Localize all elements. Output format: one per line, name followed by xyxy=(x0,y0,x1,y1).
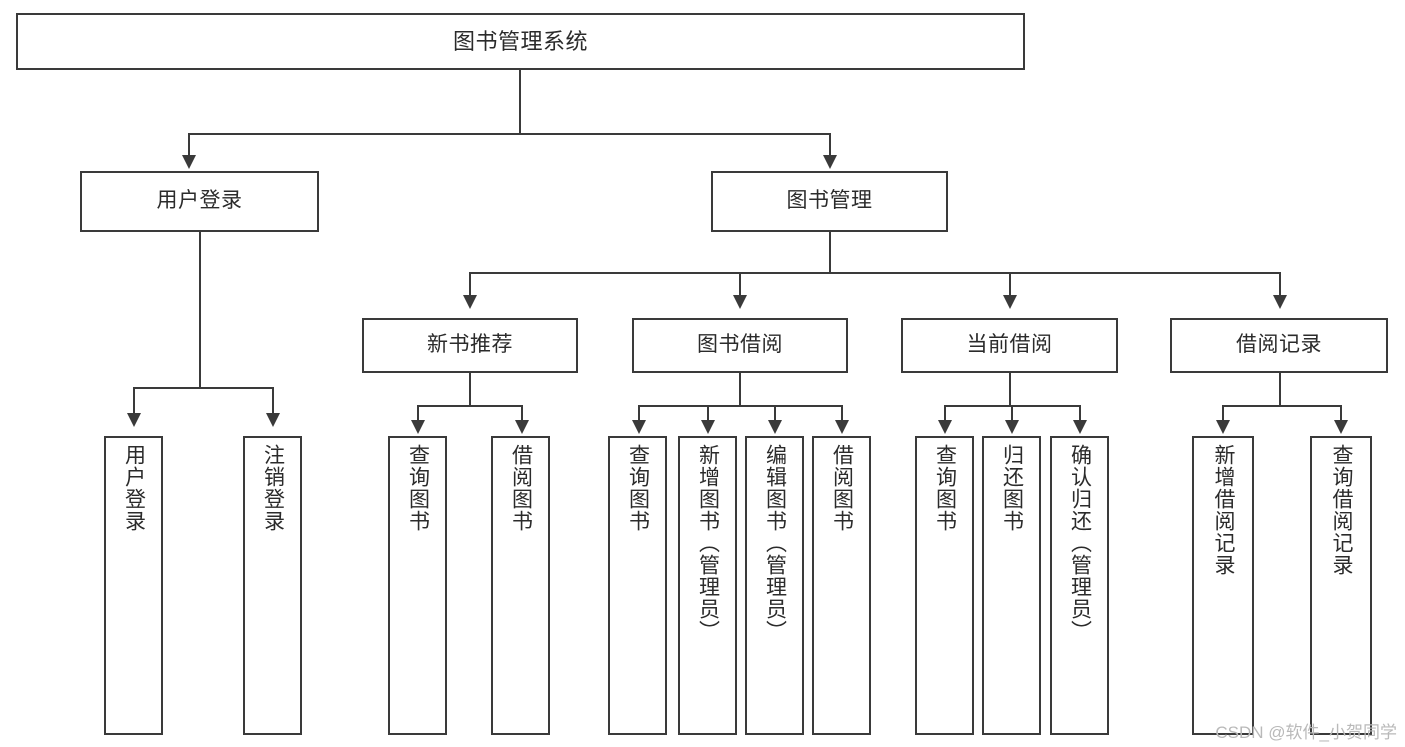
connector-root-to-user-login xyxy=(188,133,190,157)
leaf-borrow-record-query[interactable]: 查询借阅记录 xyxy=(1310,436,1372,735)
arrow-head-icon xyxy=(1334,420,1348,434)
node-label: 查询图书 xyxy=(933,444,957,532)
connector-book-borrow-branch-2 xyxy=(707,405,709,422)
node-label: 新增借阅记录 xyxy=(1212,444,1236,576)
connector-user-login-stem xyxy=(199,232,201,387)
leaf-book-borrow-query[interactable]: 查询图书 xyxy=(608,436,667,735)
leaf-borrow-record-add[interactable]: 新增借阅记录 xyxy=(1192,436,1254,735)
leaf-current-borrow-query[interactable]: 查询图书 xyxy=(915,436,974,735)
arrow-head-icon xyxy=(835,420,849,434)
leaf-book-borrow-edit[interactable]: 编辑图书（管理员） xyxy=(745,436,804,735)
leaf-user-login-signout[interactable]: 注销登录 xyxy=(243,436,302,735)
arrow-head-icon xyxy=(182,155,196,169)
connector-book-borrow-stem xyxy=(739,373,741,405)
arrow-head-icon xyxy=(1005,420,1019,434)
connector-user-login-branch-1 xyxy=(133,387,135,415)
connector-book-borrow-bus xyxy=(638,405,842,407)
arrow-head-icon xyxy=(1273,295,1287,309)
leaf-book-borrow-add[interactable]: 新增图书（管理员） xyxy=(678,436,737,735)
leaf-new-book-borrow[interactable]: 借阅图书 xyxy=(491,436,550,735)
node-label: 当前借阅 xyxy=(966,333,1053,357)
connector-root-to-book-manage xyxy=(829,133,831,157)
node-label: 查询图书 xyxy=(626,444,650,532)
node-book-borrow[interactable]: 图书借阅 xyxy=(632,318,848,373)
arrow-head-icon xyxy=(1073,420,1087,434)
arrow-head-icon xyxy=(632,420,646,434)
connector-borrow-record-branch-2 xyxy=(1340,405,1342,422)
connector-root-stem xyxy=(519,70,521,133)
node-label: 图书管理 xyxy=(786,189,873,213)
arrow-head-icon xyxy=(515,420,529,434)
connector-book-borrow-branch-1 xyxy=(638,405,640,422)
arrow-head-icon xyxy=(1003,295,1017,309)
node-label: 编辑图书（管理员） xyxy=(763,444,787,642)
node-label: 归还图书 xyxy=(1000,444,1024,532)
arrow-head-icon xyxy=(768,420,782,434)
connector-book-manage-stem xyxy=(829,232,831,272)
node-label: 借阅图书 xyxy=(830,444,854,532)
connector-borrow-record-stem xyxy=(1279,373,1281,405)
node-borrow-record[interactable]: 借阅记录 xyxy=(1170,318,1388,373)
connector-current-borrow-branch-2 xyxy=(1011,405,1013,422)
node-new-book-recommend[interactable]: 新书推荐 xyxy=(362,318,578,373)
connector-book-borrow-branch-4 xyxy=(841,405,843,422)
connector-new-book-branch-2 xyxy=(521,405,523,422)
connector-borrow-record-bus xyxy=(1222,405,1341,407)
connector-current-borrow-branch-1 xyxy=(944,405,946,422)
node-label: 用户登录 xyxy=(156,189,243,213)
connector-new-book-stem xyxy=(469,373,471,405)
node-label: 确认归还（管理员） xyxy=(1068,444,1092,642)
arrow-head-icon xyxy=(938,420,952,434)
node-label: 图书借阅 xyxy=(697,333,783,357)
leaf-user-login-signin[interactable]: 用户登录 xyxy=(104,436,163,735)
node-label: 注销登录 xyxy=(261,444,285,532)
node-label: 查询借阅记录 xyxy=(1330,444,1354,576)
connector-book-borrow-branch-3 xyxy=(774,405,776,422)
leaf-current-borrow-confirm-return[interactable]: 确认归还（管理员） xyxy=(1050,436,1109,735)
leaf-new-book-query[interactable]: 查询图书 xyxy=(388,436,447,735)
arrow-head-icon xyxy=(463,295,477,309)
arrow-head-icon xyxy=(411,420,425,434)
connector-borrow-record-branch-1 xyxy=(1222,405,1224,422)
node-label: 借阅记录 xyxy=(1236,333,1322,357)
node-label: 用户登录 xyxy=(122,444,146,532)
node-label: 图书管理系统 xyxy=(452,28,588,54)
arrow-head-icon xyxy=(266,413,280,427)
connector-root-bus xyxy=(188,133,831,135)
arrow-head-icon xyxy=(733,295,747,309)
node-label: 查询图书 xyxy=(406,444,430,532)
connector-book-manage-bus xyxy=(469,272,1280,274)
connector-user-login-branch-2 xyxy=(272,387,274,415)
connector-to-book-borrow xyxy=(739,272,741,297)
connector-current-borrow-branch-3 xyxy=(1079,405,1081,422)
connector-to-borrow-record xyxy=(1279,272,1281,297)
arrow-head-icon xyxy=(701,420,715,434)
node-label: 新书推荐 xyxy=(427,333,513,357)
connector-current-borrow-stem xyxy=(1009,373,1011,405)
leaf-current-borrow-return[interactable]: 归还图书 xyxy=(982,436,1041,735)
node-user-login[interactable]: 用户登录 xyxy=(80,171,319,232)
node-current-borrow[interactable]: 当前借阅 xyxy=(901,318,1118,373)
connector-to-new-book xyxy=(469,272,471,297)
connector-new-book-bus xyxy=(417,405,522,407)
connector-new-book-branch-1 xyxy=(417,405,419,422)
connector-user-login-bus xyxy=(133,387,273,389)
node-book-management[interactable]: 图书管理 xyxy=(711,171,948,232)
node-label: 新增图书（管理员） xyxy=(696,444,720,642)
arrow-head-icon xyxy=(1216,420,1230,434)
connector-to-current-borrow xyxy=(1009,272,1011,297)
node-label: 借阅图书 xyxy=(509,444,533,532)
arrow-head-icon xyxy=(823,155,837,169)
node-root-library-system[interactable]: 图书管理系统 xyxy=(16,13,1025,70)
leaf-book-borrow-lend[interactable]: 借阅图书 xyxy=(812,436,871,735)
arrow-head-icon xyxy=(127,413,141,427)
